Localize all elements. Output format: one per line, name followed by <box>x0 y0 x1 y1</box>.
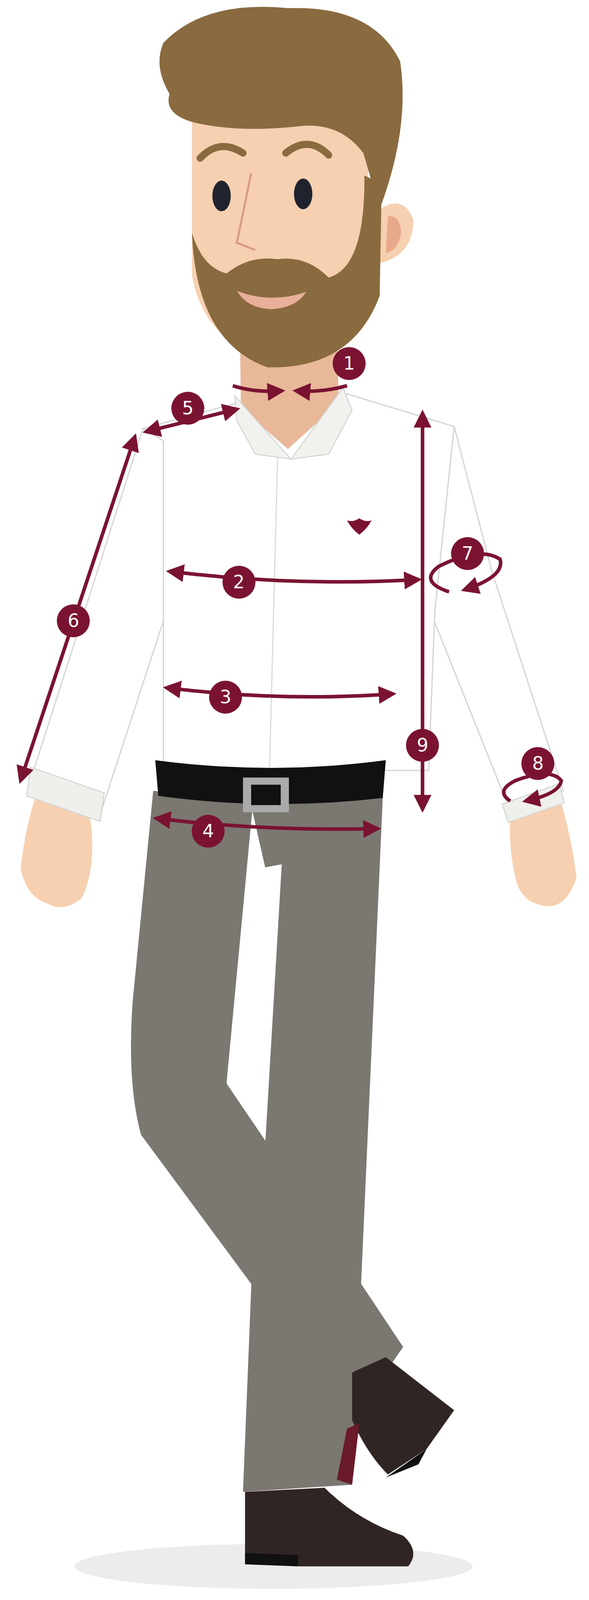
measure-arrows <box>20 385 562 829</box>
callout-number: 8 <box>521 746 555 780</box>
hands <box>20 795 577 907</box>
callout-number: 1 <box>332 346 366 380</box>
callout-number: 5 <box>171 391 205 425</box>
callout-number: 7 <box>451 536 485 570</box>
shoes <box>245 1356 455 1566</box>
callout-number: 9 <box>405 728 439 762</box>
collar <box>234 387 352 460</box>
belt <box>155 759 387 812</box>
head <box>159 6 414 368</box>
callout-number: 4 <box>191 814 225 848</box>
callout-number: 6 <box>56 604 90 638</box>
callout-number: 2 <box>222 565 256 599</box>
callout-number: 3 <box>209 680 243 714</box>
